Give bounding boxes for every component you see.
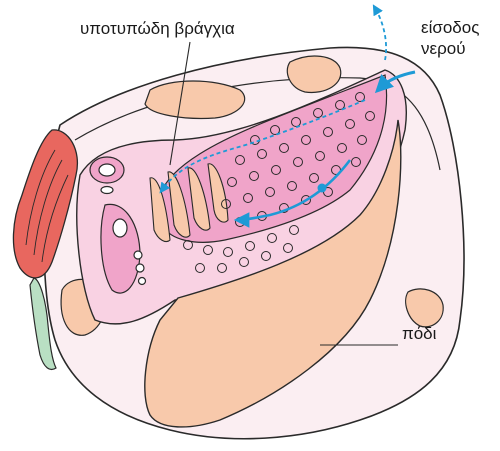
label-foot: πόδι <box>402 323 436 344</box>
label-water-inlet-line2: νερού <box>421 38 479 59</box>
upper-organ-1 <box>145 81 245 118</box>
upper-organ-2 <box>287 56 341 92</box>
water-path-dot <box>318 184 327 193</box>
label-water-inlet-line1: είσοδος <box>421 17 479 38</box>
label-water-inlet: είσοδος νερού <box>421 17 479 59</box>
label-rudimentary-gills: υποτυπώδη βράγχια <box>80 18 235 39</box>
